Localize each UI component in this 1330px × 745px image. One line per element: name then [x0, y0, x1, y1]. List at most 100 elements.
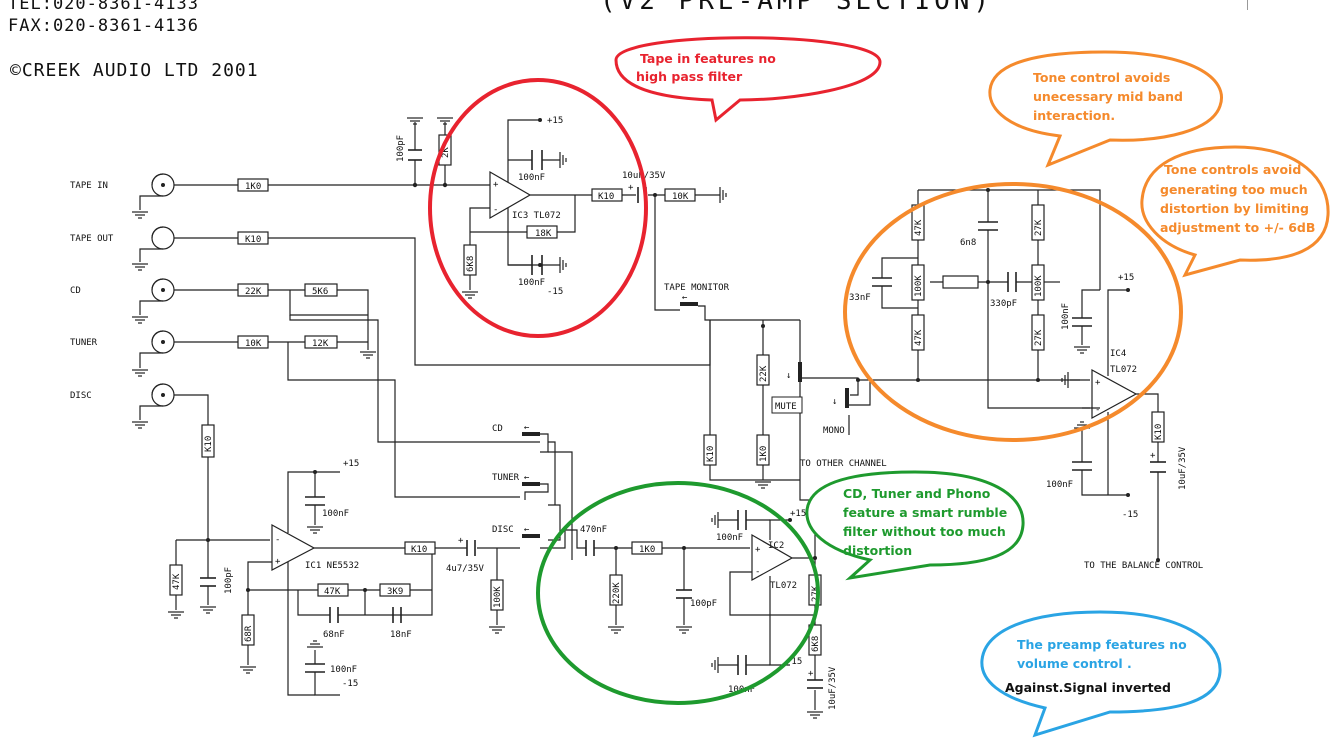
callout-rumble: CD, Tuner and Phono feature a smart rumb… — [805, 470, 1025, 581]
callout-tape-text: high pass filter — [636, 69, 743, 84]
resistor-label: 27K — [1034, 219, 1044, 236]
callout-tape-text: Tape in features no — [640, 51, 776, 66]
callout-tone-2: Tone controls avoid generating too much … — [1140, 145, 1330, 278]
resistor-6k8 — [463, 244, 477, 276]
resistor-label: 5K6 — [312, 287, 328, 297]
page-edge — [1247, 0, 1248, 10]
cap-label: 100nF — [330, 665, 357, 675]
resistor-label: 1K0 — [639, 545, 655, 555]
label-tuner: TUNER — [70, 338, 98, 348]
supply-label: +15 — [1118, 273, 1134, 283]
cap-label: 6n8 — [960, 238, 976, 248]
cap-label: 330pF — [990, 299, 1017, 309]
cap-label: 470nF — [580, 525, 607, 535]
supply-label: +15 — [790, 509, 806, 519]
label-cd: CD — [70, 286, 81, 296]
supply-label: -15 — [547, 287, 563, 297]
callout-rumble-text: feature a smart rumble — [843, 505, 1007, 520]
svg-text:←: ← — [524, 525, 530, 535]
mono-switch: ↓ — [832, 380, 871, 435]
callout-tone-text: Tone controls avoid — [1164, 162, 1301, 177]
callout-tone-text: Tone control avoids — [1033, 70, 1170, 85]
highlight-circle-red — [428, 78, 648, 338]
cap-label: 10uF/35V — [828, 666, 838, 710]
selector-switch-cd: ← — [522, 423, 549, 453]
ic2-label: IC2 — [768, 541, 784, 551]
svg-text:-: - — [493, 205, 498, 215]
resistor-mid-tone — [942, 275, 979, 289]
opamp-ic4 — [1091, 368, 1138, 420]
callout-tone-text: interaction. — [1033, 108, 1115, 123]
resistor-27k-t1 — [1031, 204, 1045, 241]
resistor-100k-ic1 — [490, 579, 504, 611]
cap-label: 18nF — [390, 630, 412, 640]
selector-switch-disc: ← — [522, 525, 540, 538]
cap-label: 100nF — [322, 509, 349, 519]
ic4-label: TL072 — [1110, 365, 1137, 375]
section-title: (V2 PRE-AMP SECTION) — [600, 0, 994, 16]
resistor-label: 47K — [324, 587, 341, 597]
ic2-label: TL072 — [770, 581, 797, 591]
cap-label: 100nF — [518, 173, 545, 183]
resistor-label: 100K — [1034, 275, 1044, 297]
resistor-3k9 — [379, 583, 411, 597]
resistor-label: 6K8 — [811, 636, 821, 652]
svg-text:+: + — [458, 536, 464, 546]
label-tape-in: TAPE IN — [70, 181, 108, 191]
supply-label: -15 — [1122, 510, 1138, 520]
callout-rumble-text: filter without too much — [843, 524, 1006, 539]
resistor-label: K10 — [411, 545, 427, 555]
cap-label: 68nF — [323, 630, 345, 640]
callout-tone-text: unecessary mid band — [1033, 89, 1183, 104]
svg-text:+: + — [1150, 451, 1156, 461]
resistor-5k6-cd — [304, 283, 338, 297]
copyright-text: ©CREEK AUDIO LTD 2001 — [10, 60, 259, 81]
resistor-2k — [438, 134, 452, 166]
resistor-label: K10 — [706, 446, 716, 462]
switch-label: DISC — [492, 525, 514, 535]
selector-switch-tuner: ← — [522, 473, 549, 500]
resistor-47k-ic1 — [169, 564, 183, 596]
resistor-label: 100K — [493, 586, 503, 608]
opamp-ic1 — [271, 523, 316, 571]
mono-label: MONO — [823, 426, 845, 436]
resistor-k10-tapeout — [237, 231, 269, 245]
callout-tape: Tape in features no high pass filter — [614, 36, 882, 123]
resistor-k10-mid — [703, 434, 717, 466]
cap-label: 100pF — [690, 599, 717, 609]
resistor-k10-ic4 — [1151, 411, 1165, 443]
resistor-1k0-tape — [237, 178, 269, 192]
resistor-47k-t2 — [911, 314, 925, 351]
resistor-27k-t2 — [1031, 314, 1045, 351]
tuner-jack — [151, 330, 175, 354]
opamp-ic2 — [751, 533, 794, 582]
label-tape-out: TAPE OUT — [70, 234, 114, 244]
cap-label: 100nF — [716, 533, 743, 543]
highlight-circle-green — [536, 481, 820, 705]
resistor-label: 22K — [245, 287, 262, 297]
resistor-10k-ic3 — [664, 188, 696, 202]
resistor-1k0-ic2 — [631, 541, 663, 555]
resistor-label: 1K0 — [759, 446, 769, 462]
svg-text:+: + — [493, 180, 499, 190]
to-balance-label: TO THE BALANCE CONTROL — [1084, 561, 1203, 571]
resistor-label: 3K9 — [387, 587, 403, 597]
tape-monitor-switch: ← — [664, 293, 800, 365]
callout-volume-text: Against.Signal inverted — [1005, 680, 1171, 695]
resistor-label: K10 — [204, 436, 214, 452]
resistor-label: K10 — [598, 192, 614, 202]
supply-label: -15 — [342, 679, 358, 689]
tel-text: TEL:020-8361-4133 — [8, 0, 199, 14]
resistor-10k-tuner — [237, 335, 269, 349]
svg-text:+: + — [628, 183, 634, 193]
label-disc: DISC — [70, 391, 92, 401]
svg-text:↓: ↓ — [786, 371, 791, 381]
svg-text:-: - — [275, 535, 280, 545]
pot-100k-t1 — [911, 264, 925, 301]
cap-label: 100pF — [224, 567, 234, 594]
resistor-label: 10K — [245, 339, 262, 349]
ic4-label: IC4 — [1110, 349, 1126, 359]
ic1-label: IC1 NE5532 — [305, 561, 359, 571]
svg-text:+: + — [808, 669, 814, 679]
resistor-22k-mute — [756, 354, 770, 386]
